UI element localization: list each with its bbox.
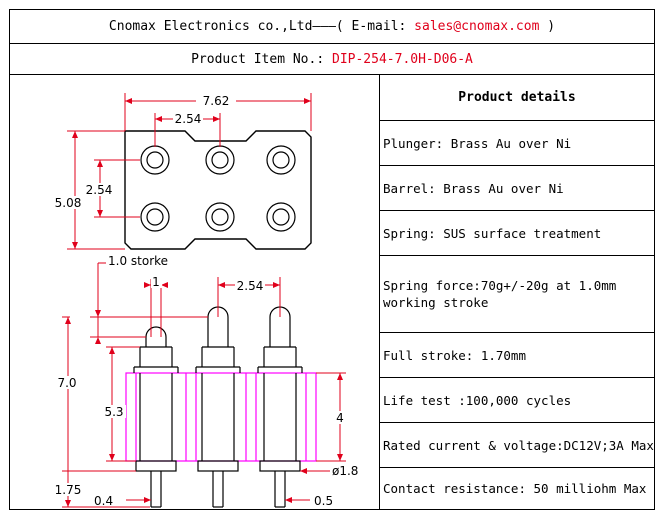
dim-tip-label: 1 [152,275,160,289]
detail-rated-current: Rated current & voltage:DC12V;3A Max [380,423,654,468]
product-item-number: DIP-254-7.0H-D06-A [332,51,473,67]
top-view-holes [140,145,296,232]
side-view-arrows [65,282,343,507]
product-item-row: Product Item No.: DIP-254-7.0H-D06-A [10,44,654,75]
dim-tail-label: 1.75 [55,483,82,497]
header-dashes: ———( E-mail: [312,19,415,34]
spec-sheet: Cnomax Electronics co.,Ltd———( E-mail: s… [9,9,655,510]
dim-width-label: 7.62 [203,94,230,108]
dim-pin-tail-label: 0.5 [314,494,333,508]
side-view-pins [133,306,303,508]
dim-pitch-top-label: 2.54 [175,112,202,126]
top-view-arrows [72,98,311,249]
company-name: Cnomax Electronics co.,Ltd [108,19,313,34]
dim-pitch-side-label: 2.54 [237,279,264,293]
header-close: ) [539,19,556,34]
details-title: Product details [380,75,654,121]
product-item-label: Product Item No.: [191,51,332,67]
detail-spring: Spring: SUS surface treatment [380,211,654,256]
dim-stroke-label: 1.0 storke [108,254,168,268]
drawing-canvas: 7.62 2.54 2.54 5.08 [54,93,358,508]
email-link[interactable]: sales@cnomax.com [414,19,540,34]
dim-row-pitch-label: 2.54 [86,183,113,197]
side-view-housing [125,372,317,462]
dim-body-height-label: 5.3 [104,405,123,419]
detail-life-test: Life test :100,000 cycles [380,378,654,423]
detail-plunger: Plunger: Brass Au over Ni [380,121,654,166]
detail-contact-resistance: Contact resistance: 50 milliohm Max [383,481,647,496]
dim-pin-dia-label: ø1.8 [332,464,358,478]
top-view: 7.62 2.54 2.54 5.08 [54,93,312,250]
dim-height-label: 5.08 [55,196,82,210]
detail-full-stroke: Full stroke: 1.70mm [380,333,654,378]
product-details: Product details Plunger: Brass Au over N… [380,75,654,509]
company-header: Cnomax Electronics co.,Ltd———( E-mail: s… [10,10,654,44]
technical-drawing: 7.62 2.54 2.54 5.08 [10,75,380,509]
dim-right-height-label: 4 [336,411,344,425]
dim-total-height-label: 7.0 [57,376,76,390]
detail-spring-force: Spring force:70g+/-20g at 1.0mm working … [380,256,654,333]
side-view: 1.0 storke 1 2.54 7.0 5.3 4 1.75 0.4 ø1.… [54,254,358,508]
dim-tail-width-label: 0.4 [94,494,113,508]
detail-barrel: Barrel: Brass Au over Ni [380,166,654,211]
